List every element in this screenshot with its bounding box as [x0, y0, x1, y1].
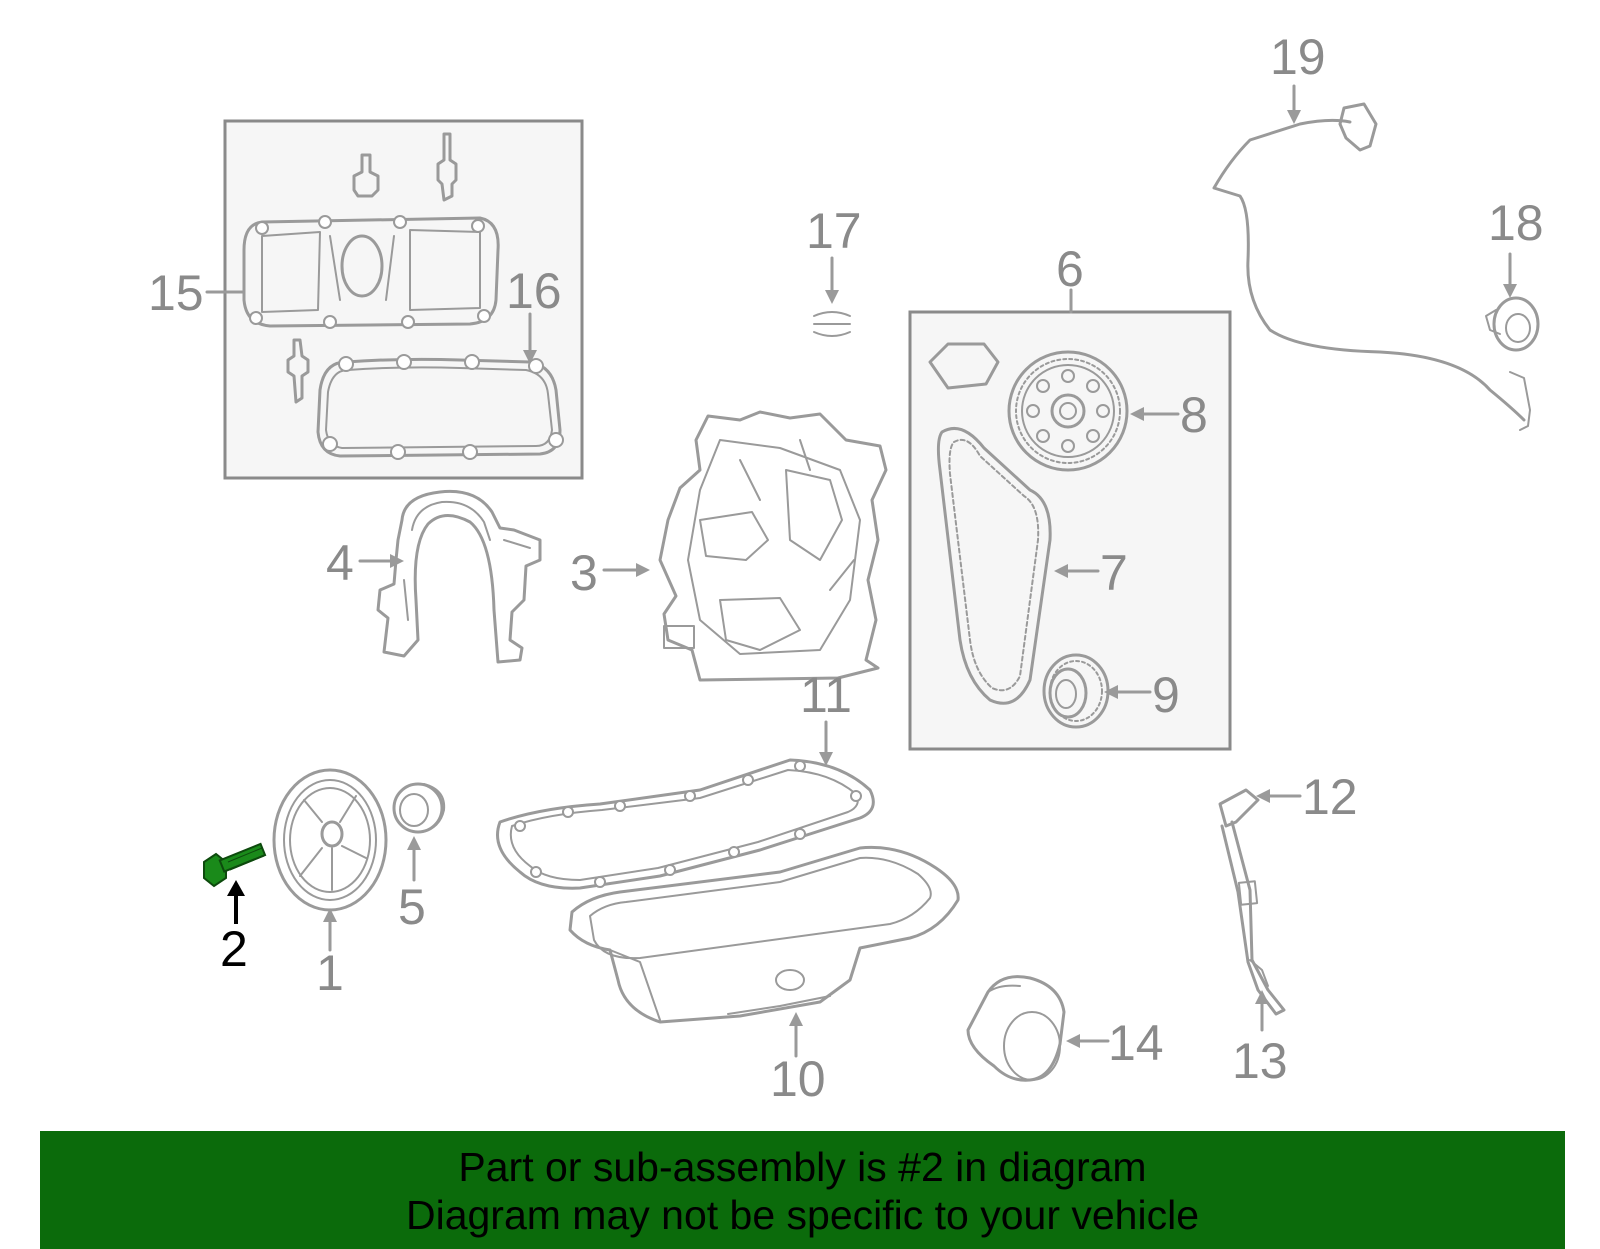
callout-3: 3 [570, 545, 598, 601]
callout-16: 16 [506, 263, 562, 319]
part-oil-filter[interactable] [966, 975, 1066, 1082]
callout-13: 13 [1232, 1033, 1288, 1089]
part-front-cover[interactable] [658, 410, 888, 682]
sub-assembly-box-15 [223, 119, 584, 480]
part-group-2: 2 [203, 842, 267, 977]
part-wiring-harness[interactable] [1212, 118, 1526, 422]
part-group-15-16: 15 16 [148, 119, 584, 480]
part-group-5: 5 [392, 782, 446, 935]
part-timing-chain[interactable] [936, 427, 1052, 705]
part-group-10: 10 [568, 845, 960, 1107]
part-front-cover-gasket[interactable] [376, 489, 542, 664]
sub-assembly-box-6 [908, 310, 1232, 751]
part-group-3: 3 [570, 410, 888, 682]
part-sensor-18[interactable] [1485, 296, 1540, 352]
part-sensor-a[interactable] [352, 153, 380, 198]
part-clip[interactable] [813, 311, 851, 337]
callout-19: 19 [1270, 29, 1326, 85]
callout-2: 2 [220, 921, 248, 977]
part-valve-cover[interactable] [242, 215, 500, 329]
part-group-17: 17 [806, 203, 862, 337]
part-group-1: 1 [272, 768, 388, 1001]
part-oil-pan[interactable] [568, 845, 960, 1024]
callout-14: 14 [1108, 1015, 1164, 1071]
part-front-seal[interactable] [392, 782, 446, 834]
callout-15: 15 [148, 265, 204, 321]
callout-4: 4 [326, 535, 354, 591]
banner-line-2: Diagram may not be specific to your vehi… [405, 1192, 1199, 1238]
part-sensor-c[interactable] [286, 338, 310, 404]
part-valve-cover-gasket[interactable] [316, 354, 564, 460]
part-group-18: 18 [1485, 195, 1544, 352]
part-harness-connector[interactable] [1338, 102, 1378, 152]
callout-11: 11 [800, 667, 852, 723]
callout-17: 17 [806, 203, 862, 259]
callout-1: 1 [316, 945, 344, 1001]
part-group-11: 11 [496, 667, 875, 890]
part-group-6: 6 8 7 [908, 241, 1232, 751]
part-group-4: 4 [326, 489, 542, 664]
callout-7: 7 [1100, 545, 1128, 601]
callout-10: 10 [770, 1051, 826, 1107]
part-crankshaft-pulley[interactable] [272, 768, 388, 912]
part-group-14: 14 [966, 975, 1164, 1082]
part-group-12-13: 12 13 [1218, 769, 1358, 1089]
callout-6: 6 [1056, 241, 1084, 297]
part-pulley-bolt[interactable] [203, 842, 267, 888]
callout-12: 12 [1302, 769, 1358, 825]
callout-18: 18 [1488, 195, 1544, 251]
part-group-19: 19 [1212, 29, 1531, 431]
part-dipstick[interactable] [1218, 788, 1286, 1016]
part-cam-sprocket[interactable] [1007, 350, 1129, 472]
callout-8: 8 [1180, 387, 1208, 443]
info-banner: Part or sub-assembly is #2 in diagram Di… [40, 1131, 1565, 1249]
part-sensor-b[interactable] [436, 132, 458, 202]
part-oil-pan-gasket[interactable] [496, 758, 875, 890]
callout-5: 5 [398, 879, 426, 935]
part-timing-gasket[interactable] [928, 342, 1000, 390]
callout-9: 9 [1152, 667, 1180, 723]
banner-line-1: Part or sub-assembly is #2 in diagram [458, 1144, 1147, 1190]
